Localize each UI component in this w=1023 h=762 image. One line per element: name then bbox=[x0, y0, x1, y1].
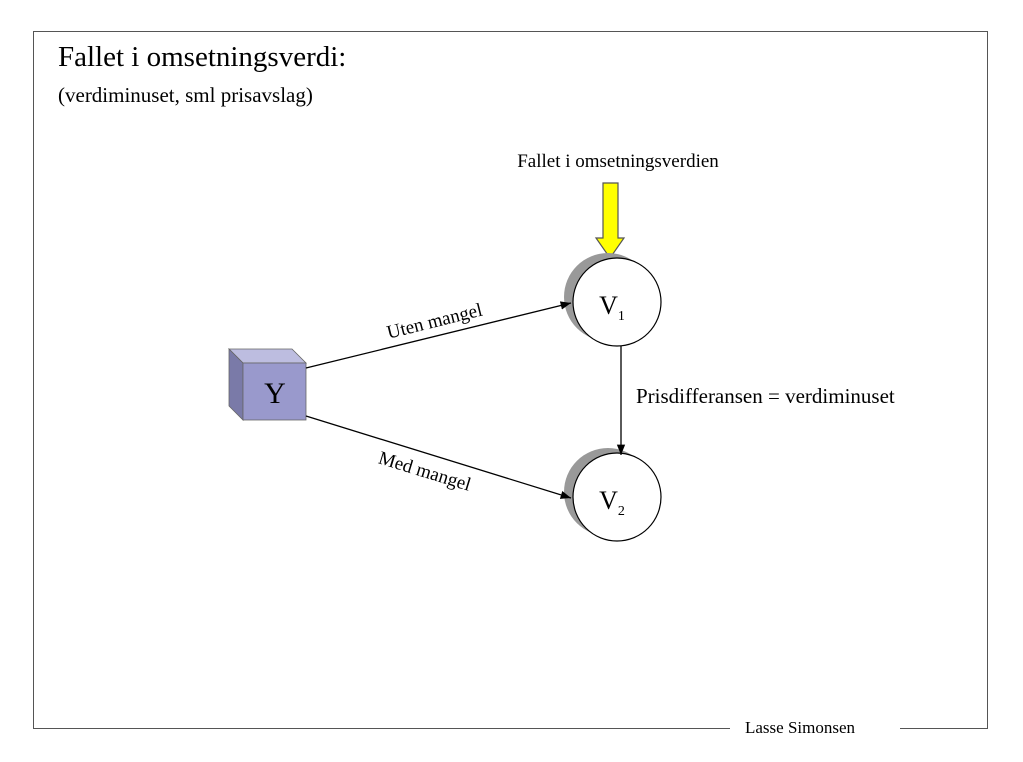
slide-subtitle: (verdiminuset, sml prisavslag) bbox=[58, 83, 313, 107]
footer-line-right bbox=[900, 728, 988, 729]
vertical-edge-label: Prisdifferansen = verdiminuset bbox=[636, 384, 895, 408]
yellow-down-arrow bbox=[594, 182, 626, 260]
top-label: Fallet i omsetningsverdien bbox=[517, 151, 719, 172]
node-v1-circle bbox=[572, 257, 662, 347]
node-v1-label: V1 bbox=[599, 291, 625, 324]
cube-front bbox=[242, 362, 307, 421]
node-v2-label: V2 bbox=[599, 486, 625, 519]
slide-title: Fallet i omsetningsverdi: bbox=[58, 41, 347, 73]
node-v2: V2 bbox=[564, 448, 662, 542]
node-v1: V1 bbox=[564, 253, 662, 347]
footer-author: Lasse Simonsen bbox=[745, 718, 856, 737]
slide-frame bbox=[33, 31, 988, 729]
footer-line-left bbox=[33, 728, 730, 729]
edge-y-to-v2 bbox=[305, 415, 572, 499]
source-node-y: Y bbox=[228, 348, 307, 421]
edge-lower-label: Med mangel bbox=[376, 448, 473, 496]
edge-y-to-v1 bbox=[305, 301, 572, 369]
source-node-label: Y bbox=[264, 377, 286, 410]
